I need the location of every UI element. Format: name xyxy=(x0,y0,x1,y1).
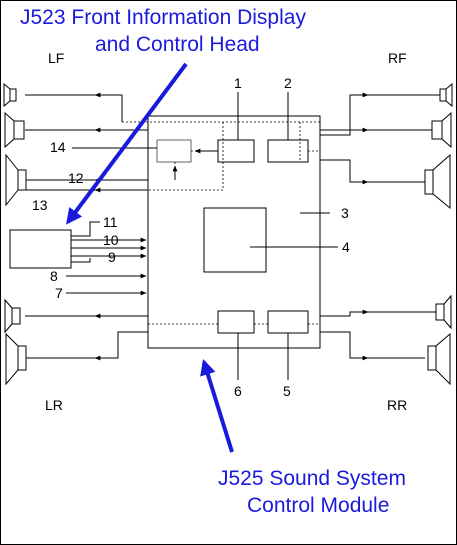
speaker-rf-tweeter xyxy=(439,82,453,108)
rf-label: RF xyxy=(388,50,407,66)
bottom-title-line1: J525 Sound System xyxy=(218,467,406,490)
speaker-rr-woofer xyxy=(427,332,451,386)
callout-12: 12 xyxy=(68,170,84,186)
block-2 xyxy=(267,139,309,163)
annotation-arrow-display xyxy=(66,62,188,225)
speaker-lr-woofer xyxy=(5,332,27,386)
callout-5: 5 xyxy=(283,383,291,399)
speaker-lr-small xyxy=(4,298,21,334)
bottom-title-line2: Control Module xyxy=(247,494,389,517)
speaker-lf-tweeter xyxy=(3,82,17,108)
speaker-rf-mid xyxy=(431,111,452,149)
lr-label: LR xyxy=(45,397,63,413)
top-title-line2: and Control Head xyxy=(95,33,260,56)
callout-13: 13 xyxy=(32,197,48,213)
callout-8: 8 xyxy=(50,268,58,284)
annotation-arrow-module xyxy=(200,358,234,453)
block-6 xyxy=(217,310,255,334)
speaker-rr-small xyxy=(435,294,452,330)
callout-1: 1 xyxy=(234,75,242,91)
block-14 xyxy=(156,139,192,163)
callout-4: 4 xyxy=(342,239,350,255)
speaker-lf-woofer xyxy=(5,153,27,207)
callout-6: 6 xyxy=(234,383,242,399)
speaker-lf-mid xyxy=(4,111,25,149)
rr-label: RR xyxy=(387,397,407,413)
callout-3: 3 xyxy=(341,205,349,221)
callout-9: 9 xyxy=(108,249,116,265)
callout-7: 7 xyxy=(55,285,63,301)
block-5 xyxy=(267,310,309,334)
display-box-13 xyxy=(9,229,72,269)
callout-11: 11 xyxy=(103,214,118,230)
callout-10: 10 xyxy=(103,232,119,248)
speaker-rf-woofer xyxy=(424,153,451,210)
block-4 xyxy=(203,207,267,273)
top-title-line1: J523 Front Information Display xyxy=(20,6,306,29)
lf-label: LF xyxy=(48,50,64,66)
callout-2: 2 xyxy=(284,75,292,91)
callout-14: 14 xyxy=(50,139,66,155)
